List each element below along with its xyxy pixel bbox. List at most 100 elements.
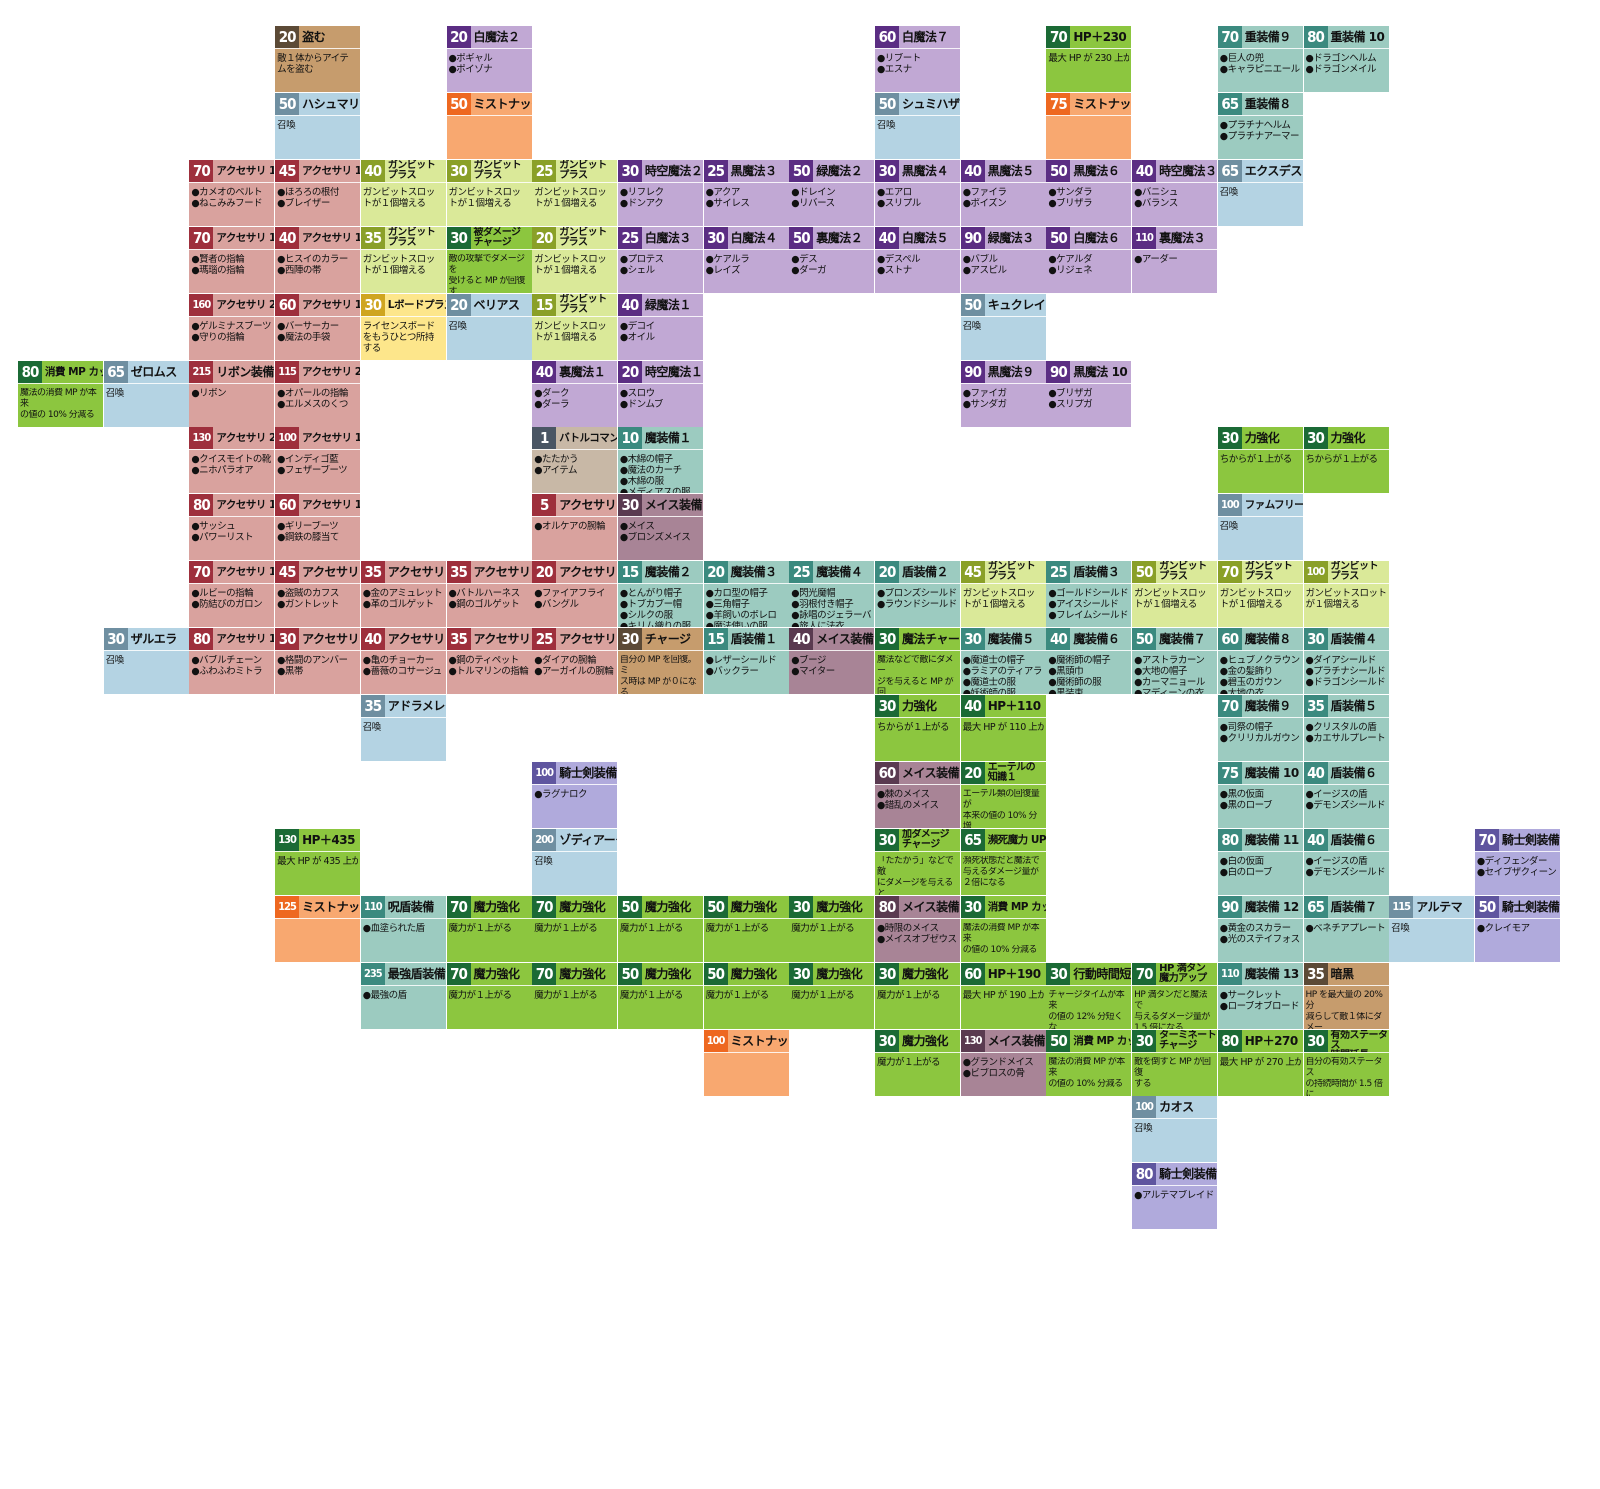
license-cell[interactable]: 40アクセサリ７●亀のチョーカー●薔薇のコサージュ xyxy=(360,628,447,696)
license-cell[interactable]: 50ハシュマリム召喚 xyxy=(275,92,362,160)
license-cell[interactable]: 5アクセサリ１●オルケアの腕輪 xyxy=(532,494,619,562)
license-cell[interactable]: 100ファムフリート召喚 xyxy=(1217,494,1304,562)
license-cell[interactable]: 125ミストナック xyxy=(275,895,362,963)
license-cell[interactable]: 130メイス装備５●グランドメイス●ビブロスの骨 xyxy=(960,1029,1047,1097)
license-cell[interactable]: 25アクセサリ３●ダイアの腕輪●アーガイルの腕輪 xyxy=(532,628,619,696)
license-cell[interactable]: 50騎士剣装備１●クレイモア xyxy=(1474,895,1561,963)
license-cell[interactable]: 80メイス装備４●時限のメイス●メイスオブゼウス xyxy=(875,895,961,963)
license-cell[interactable]: 30有効ステータス時間延長自分の有効ステータスの持続時間が 1.5 倍になる xyxy=(1303,1029,1390,1097)
license-cell[interactable]: 100ミストナック xyxy=(703,1029,790,1097)
license-cell[interactable]: 35アクセサリ６●金のアミュレット●革のゴルゲット xyxy=(360,561,447,629)
license-cell[interactable]: 35アクセサリ５●鋼のティペット●トルマリンの指輪 xyxy=(446,628,533,696)
license-cell[interactable]: 70騎士剣装備２●ディフェンダー●セイブザクィーン xyxy=(1474,828,1561,896)
license-cell[interactable]: 35アドラメレク召喚 xyxy=(360,695,447,762)
license-cell[interactable]: 30アクセサリ９●格闘のアンバー●黒帯 xyxy=(275,628,362,696)
license-cell[interactable]: 200ゾディアーク召喚 xyxy=(532,828,619,896)
license-cell[interactable]: 30Lボードプラスライセンスボードをもうひとつ所持する xyxy=(360,293,447,361)
license-cell[interactable]: 1バトルコマンド●たたかう●アイテム xyxy=(532,427,619,495)
license-cell[interactable]: 30行動時間短縮チャージタイムが本来の値の 12% 分短くなる xyxy=(1046,962,1133,1030)
license-cell[interactable]: 35アクセサリ４●バトルハーネス●鋼のゴルゲット xyxy=(446,561,533,629)
license-cell[interactable]: 50キュクレイン召喚 xyxy=(960,293,1047,361)
license-cell[interactable]: 80騎士剣装備３●アルテマブレイド xyxy=(1132,1163,1219,1231)
